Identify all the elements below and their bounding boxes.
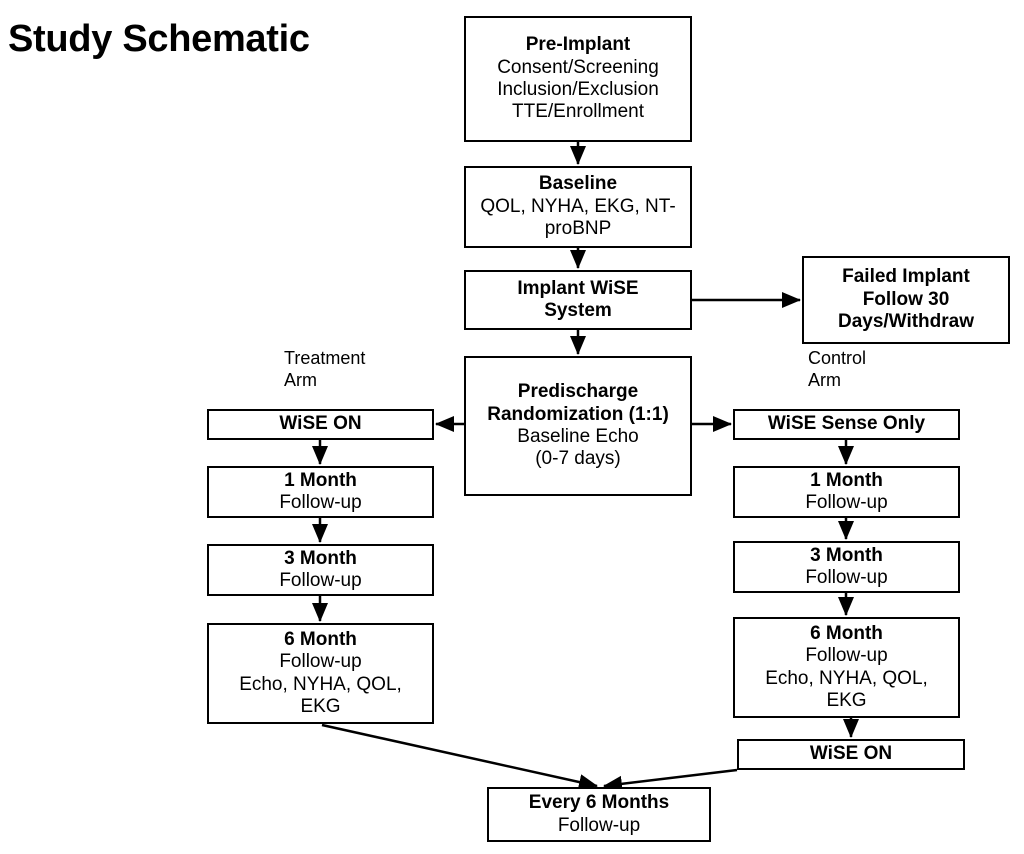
node-treatment-wise-on-line: WiSE ON xyxy=(279,413,362,435)
node-predischarge-randomization-line: Randomization (1:1) xyxy=(487,403,669,425)
node-every-6-months-line: Every 6 Months xyxy=(528,792,670,814)
node-baseline-line: proBNP xyxy=(544,218,612,240)
node-control-6-month-line: EKG xyxy=(826,689,867,711)
node-predischarge-randomization-line: Predischarge xyxy=(517,381,639,403)
node-control-1-month-line: 1 Month xyxy=(810,469,883,491)
node-pre-implant-line: Pre-Implant xyxy=(525,34,631,56)
node-treatment-3-month-line: 3 Month xyxy=(284,547,357,569)
connectors xyxy=(312,142,860,792)
node-baseline-line: QOL, NYHA, EKG, NT- xyxy=(480,195,676,217)
node-predischarge-randomization-line: Baseline Echo xyxy=(517,426,639,447)
node-implant-wise-system-line: Implant WiSE xyxy=(517,277,639,299)
node-control-6-month-line: 6 Month xyxy=(810,622,883,644)
node-control-wise-sense-only[interactable]: WiSE Sense Only xyxy=(733,409,960,440)
node-failed-implant-line: Follow 30 xyxy=(862,288,950,310)
node-treatment-6-month-line: Echo, NYHA, QOL, xyxy=(239,673,402,695)
node-treatment-1-month-line: 1 Month xyxy=(284,469,357,491)
node-baseline-line: Baseline xyxy=(538,173,618,195)
node-treatment-wise-on[interactable]: WiSE ON xyxy=(207,409,434,440)
node-control-6-month-line: Echo, NYHA, QOL, xyxy=(765,667,928,689)
node-failed-implant-line: Days/Withdraw xyxy=(837,311,975,333)
node-treatment-6-month-line: Follow-up xyxy=(279,651,362,673)
node-pre-implant-line: TTE/Enrollment xyxy=(512,101,644,123)
node-treatment-6-month-line: 6 Month xyxy=(284,628,357,650)
node-control-3-month-line: Follow-up xyxy=(805,567,888,588)
page-title: Study Schematic xyxy=(8,18,310,60)
node-control-1-month-line: Follow-up xyxy=(805,492,888,513)
node-control-wise-on[interactable]: WiSE ON xyxy=(737,739,965,770)
node-control-wise-sense-only-line: WiSE Sense Only xyxy=(767,413,926,435)
node-every-6-months-line: Follow-up xyxy=(557,814,641,836)
node-control-3-month-line: 3 Month xyxy=(810,544,883,566)
node-control-6-month-line: Follow-up xyxy=(805,645,888,667)
connector-treatment-6-month-to-every-6-months xyxy=(321,723,598,790)
node-pre-implant-line: Inclusion/Exclusion xyxy=(497,79,659,100)
node-pre-implant-line: Consent/Screening xyxy=(497,56,659,78)
treatment-arm-label: Treatment Arm xyxy=(284,348,366,390)
node-predischarge-randomization-line: (0-7 days) xyxy=(535,448,621,470)
node-failed-implant-line: Failed Implant xyxy=(842,266,970,288)
node-treatment-3-month-line: Follow-up xyxy=(279,570,362,591)
connector-control-wise-on-to-every-6-months xyxy=(603,768,738,792)
node-control-wise-on-line: WiSE ON xyxy=(809,743,893,765)
node-implant-wise-system-line: System xyxy=(544,300,612,321)
node-treatment-6-month-line: EKG xyxy=(300,695,341,717)
control-arm-label: Control Arm xyxy=(808,348,867,390)
node-treatment-1-month-line: Follow-up xyxy=(279,492,362,513)
